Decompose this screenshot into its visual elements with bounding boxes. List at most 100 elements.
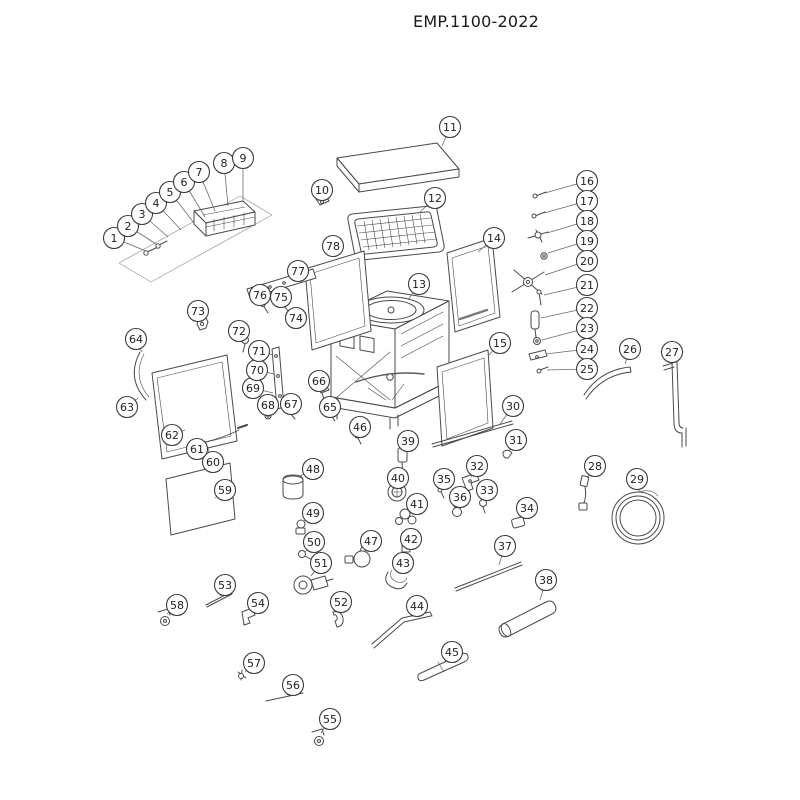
callout-54: 54: [246, 591, 270, 615]
callout-13: 13: [407, 272, 431, 296]
svg-text:17: 17: [580, 195, 594, 208]
callout-2: 2: [116, 214, 140, 238]
part-screw-35: [437, 487, 445, 499]
callout-49: 49: [301, 501, 325, 525]
svg-text:75: 75: [274, 291, 288, 304]
svg-text:2: 2: [125, 220, 132, 233]
callout-56: 56: [281, 673, 305, 697]
svg-text:65: 65: [323, 401, 337, 414]
part-valve-41: [395, 508, 417, 525]
svg-text:28: 28: [588, 460, 602, 473]
part-flange-24: [528, 349, 548, 361]
part-tube-44: [371, 611, 433, 649]
callout-60: 60: [201, 450, 225, 474]
callout-70: 70: [245, 358, 269, 382]
svg-text:43: 43: [396, 557, 410, 570]
callout-68: 68: [256, 393, 280, 417]
svg-text:51: 51: [314, 557, 328, 570]
svg-text:14: 14: [487, 232, 501, 245]
svg-text:20: 20: [580, 255, 594, 268]
callout-38: 38: [534, 568, 558, 592]
part-elbow-52: [332, 611, 344, 628]
svg-text:58: 58: [170, 599, 184, 612]
part-caster-58: [157, 608, 171, 626]
svg-text:48: 48: [306, 463, 320, 476]
part-clip-31: [502, 449, 513, 459]
callout-75: 75: [269, 285, 293, 309]
callout-23: 23: [575, 316, 599, 340]
svg-text:78: 78: [326, 240, 340, 253]
callout-27: 27: [660, 340, 684, 364]
svg-text:24: 24: [580, 343, 594, 356]
callout-61: 61: [185, 437, 209, 461]
callout-35: 35: [432, 467, 456, 491]
part-screw-25: [536, 366, 549, 374]
svg-text:47: 47: [364, 535, 378, 548]
svg-text:67: 67: [284, 398, 298, 411]
callout-66: 66: [307, 369, 331, 393]
part-rod-30: [431, 420, 514, 448]
callout-26: 26: [618, 337, 642, 361]
callout-55: 55: [318, 707, 342, 731]
svg-text:16: 16: [580, 175, 594, 188]
svg-text:60: 60: [206, 456, 220, 469]
svg-text:55: 55: [323, 713, 337, 726]
callout-7: 7: [187, 160, 211, 184]
svg-text:76: 76: [253, 289, 267, 302]
svg-text:59: 59: [218, 484, 232, 497]
part-screw-17: [531, 211, 546, 219]
callout-69: 69: [241, 376, 265, 400]
svg-text:71: 71: [252, 345, 266, 358]
callout-8: 8: [212, 151, 236, 175]
svg-text:12: 12: [428, 192, 442, 205]
callout-57: 57: [242, 651, 266, 675]
callout-52: 52: [329, 590, 353, 614]
part-elbow-hose-43: [385, 569, 408, 590]
svg-text:53: 53: [218, 579, 232, 592]
callout-36: 36: [448, 485, 472, 509]
part-left-door-panel-78: [304, 250, 372, 351]
callout-74: 74: [284, 306, 308, 330]
svg-text:5: 5: [167, 186, 174, 199]
callout-1: 1: [102, 226, 126, 250]
svg-text:36: 36: [453, 491, 467, 504]
svg-text:56: 56: [286, 679, 300, 692]
svg-text:41: 41: [410, 498, 424, 511]
svg-text:1: 1: [111, 232, 118, 245]
svg-text:3: 3: [139, 208, 146, 221]
callout-18: 18: [575, 209, 599, 233]
part-standpipe-27: [662, 361, 687, 448]
part-nut-23: [533, 337, 541, 345]
svg-text:18: 18: [580, 215, 594, 228]
callout-65: 65: [318, 395, 342, 419]
callout-50: 50: [302, 530, 326, 554]
svg-text:63: 63: [120, 401, 134, 414]
svg-text:42: 42: [404, 533, 418, 546]
svg-text:54: 54: [251, 597, 265, 610]
callout-19: 19: [575, 229, 599, 253]
callout-15: 15: [488, 331, 512, 355]
callout-17: 17: [575, 189, 599, 213]
callout-14: 14: [482, 226, 506, 250]
svg-text:23: 23: [580, 322, 594, 335]
svg-text:46: 46: [353, 421, 367, 434]
callout-48: 48: [301, 457, 325, 481]
part-right-rear-panel-14: [446, 237, 501, 333]
callout-32: 32: [465, 454, 489, 478]
callout-46: 46: [348, 415, 372, 439]
callout-12: 12: [423, 186, 447, 210]
svg-text:15: 15: [493, 337, 507, 350]
svg-text:21: 21: [580, 279, 594, 292]
svg-text:25: 25: [580, 363, 594, 376]
callout-29: 29: [625, 467, 649, 491]
svg-text:29: 29: [630, 473, 644, 486]
callout-39: 39: [396, 429, 420, 453]
part-top-cover-11: [336, 142, 460, 193]
svg-text:68: 68: [261, 399, 275, 412]
part-shaft-22: [530, 310, 540, 338]
part-dispenser-assembly: [118, 195, 273, 283]
callout-72: 72: [227, 319, 251, 343]
part-caster-55: [311, 728, 325, 746]
